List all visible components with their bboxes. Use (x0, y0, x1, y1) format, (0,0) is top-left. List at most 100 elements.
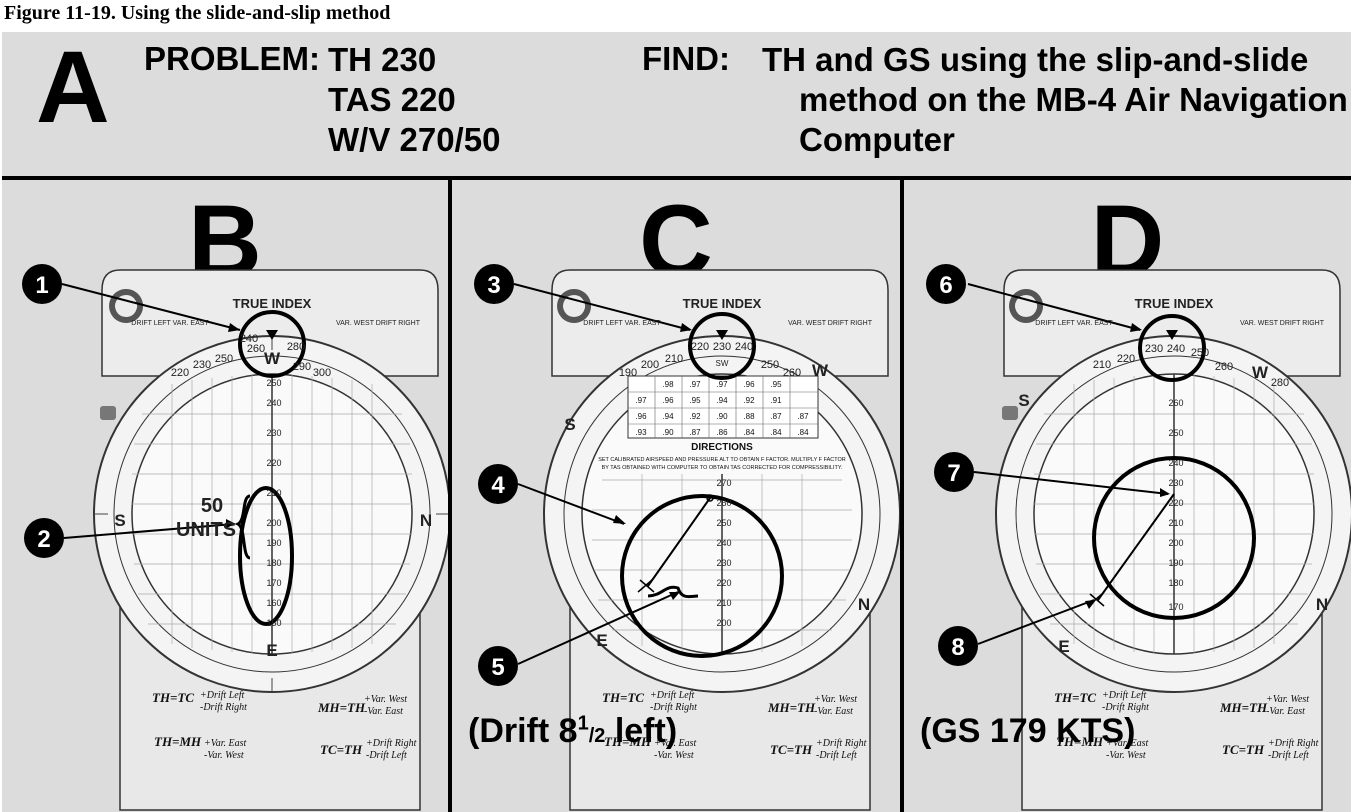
caption-text: left) (605, 712, 677, 750)
var-west-label: VAR. WEST DRIFT RIGHT (788, 320, 873, 327)
knob-icon (100, 406, 116, 420)
formula: -Drift Right (200, 702, 247, 713)
knob-icon (1002, 406, 1018, 420)
grid-label: 160 (266, 598, 281, 608)
drift-left-label: DRIFT LEFT VAR. EAST (583, 320, 661, 327)
callout-number: 6 (939, 272, 952, 299)
formula: TC=TH (770, 742, 813, 757)
table-cell: .98 (662, 380, 674, 389)
grid-label: 230 (266, 428, 281, 438)
table-cell: .86 (716, 428, 728, 437)
callout-number: 2 (37, 526, 50, 553)
scale-label: 290 (293, 361, 311, 373)
formula: -Var. East (1266, 706, 1305, 717)
figure-title: Figure 11-19. Using the slide-and-slip m… (4, 2, 1344, 28)
table-cell: .90 (662, 428, 674, 437)
problem-line: TH 230 (328, 40, 500, 80)
formula: +Drift Right (1268, 738, 1319, 749)
grid-label: 210 (1168, 518, 1183, 528)
formula: +Drift Left (200, 690, 244, 701)
grid-label: 190 (1168, 558, 1183, 568)
scale-label: 250 (1191, 347, 1209, 359)
cardinal-label: W (264, 349, 281, 368)
table-cell: .97 (716, 380, 728, 389)
formula: +Var. West (364, 694, 407, 705)
formula: TH=TC (1054, 690, 1096, 705)
find-label: FIND: (642, 40, 730, 78)
table-cell: .94 (716, 396, 728, 405)
grid-label: 240 (716, 538, 731, 548)
grid-label: 200 (716, 618, 731, 628)
table-cell: .96 (743, 380, 755, 389)
table-cell: .84 (797, 428, 809, 437)
grid-label: 200 (1168, 538, 1183, 548)
groundspeed-caption: (GS 179 KTS) (920, 712, 1135, 751)
scale-label: 260 (783, 367, 801, 379)
table-cell: .87 (770, 412, 782, 421)
callout-number: 5 (491, 654, 504, 681)
grid-label: 210 (266, 488, 281, 498)
grid-label: 250 (266, 378, 281, 388)
table-cell: .88 (743, 412, 755, 421)
table-cell: .95 (689, 396, 701, 405)
formula: +Var. West (814, 694, 857, 705)
scale-label: 200 (641, 359, 659, 371)
formula: -Drift Left (1268, 750, 1309, 761)
panel-b: B 1 2 (2, 180, 448, 812)
units-label: UNITS (176, 519, 236, 541)
grid-label: 230 (716, 558, 731, 568)
cardinal-label: E (1058, 637, 1069, 656)
table-cell: .96 (635, 412, 647, 421)
formula: TH=TC (602, 690, 644, 705)
panel-c: C .98 .97 .97 .96 .95 .97 .96 .95 .94 .9… (452, 180, 900, 812)
caption-text: (Drift 8 (468, 712, 578, 750)
formula: MH=TH (1219, 700, 1268, 715)
grid-label: 250 (1168, 428, 1183, 438)
scale-label: 240 (1167, 343, 1185, 355)
table-cell: .97 (635, 396, 647, 405)
scale-label: 230 (193, 359, 211, 371)
scale-label: 300 (313, 367, 331, 379)
table-cell: .92 (689, 412, 701, 421)
scale-label: 240 (735, 341, 753, 353)
formula: TH=MH (154, 734, 202, 749)
true-index-label: TRUE INDEX (233, 296, 312, 311)
grid-label: 250 (716, 518, 731, 528)
true-index-label: TRUE INDEX (1135, 296, 1214, 311)
grid-label: 260 (716, 498, 731, 508)
table-cell: .93 (635, 428, 647, 437)
problem-line: TAS 220 (328, 80, 500, 120)
caption-fraction-num: 1 (578, 713, 589, 735)
callout-number: 8 (951, 634, 964, 661)
cardinal-label: W (812, 361, 829, 380)
formula: +Drift Right (816, 738, 867, 749)
units-value: 50 (201, 495, 223, 517)
table-cell: .95 (770, 380, 782, 389)
scale-label: 280 (1271, 377, 1289, 389)
scale-label: 220 (171, 367, 189, 379)
panel-d: D 6 7 8 TRUE INDEX (904, 180, 1351, 812)
find-line: method on the MB-4 Air Navigation (762, 80, 1352, 120)
table-cell: .97 (689, 380, 701, 389)
cardinal-label: E (266, 641, 277, 660)
problem-line: W/V 270/50 (328, 120, 500, 160)
drift-left-label: DRIFT LEFT VAR. EAST (1035, 320, 1113, 327)
table-cell: .84 (770, 428, 782, 437)
formula: -Var. West (1106, 750, 1146, 761)
cardinal-label: S (114, 511, 125, 530)
grid-label: 180 (1168, 578, 1183, 588)
scale-label: 220 (691, 341, 709, 353)
formula: +Drift Right (366, 738, 417, 749)
grid-label: 270 (716, 478, 731, 488)
callout-number: 1 (35, 272, 48, 299)
problem-label: PROBLEM: (144, 40, 320, 78)
grid-label: 170 (266, 578, 281, 588)
table-cell: .91 (770, 396, 782, 405)
formula: TH=TC (152, 690, 194, 705)
table-cell: .96 (662, 396, 674, 405)
table-cell: .87 (797, 412, 809, 421)
table-cell: .94 (662, 412, 674, 421)
find-text: TH and GS using the slip-and-slide metho… (762, 40, 1352, 160)
cardinal-label: E (596, 631, 607, 650)
grid-label: 150 (266, 618, 281, 628)
